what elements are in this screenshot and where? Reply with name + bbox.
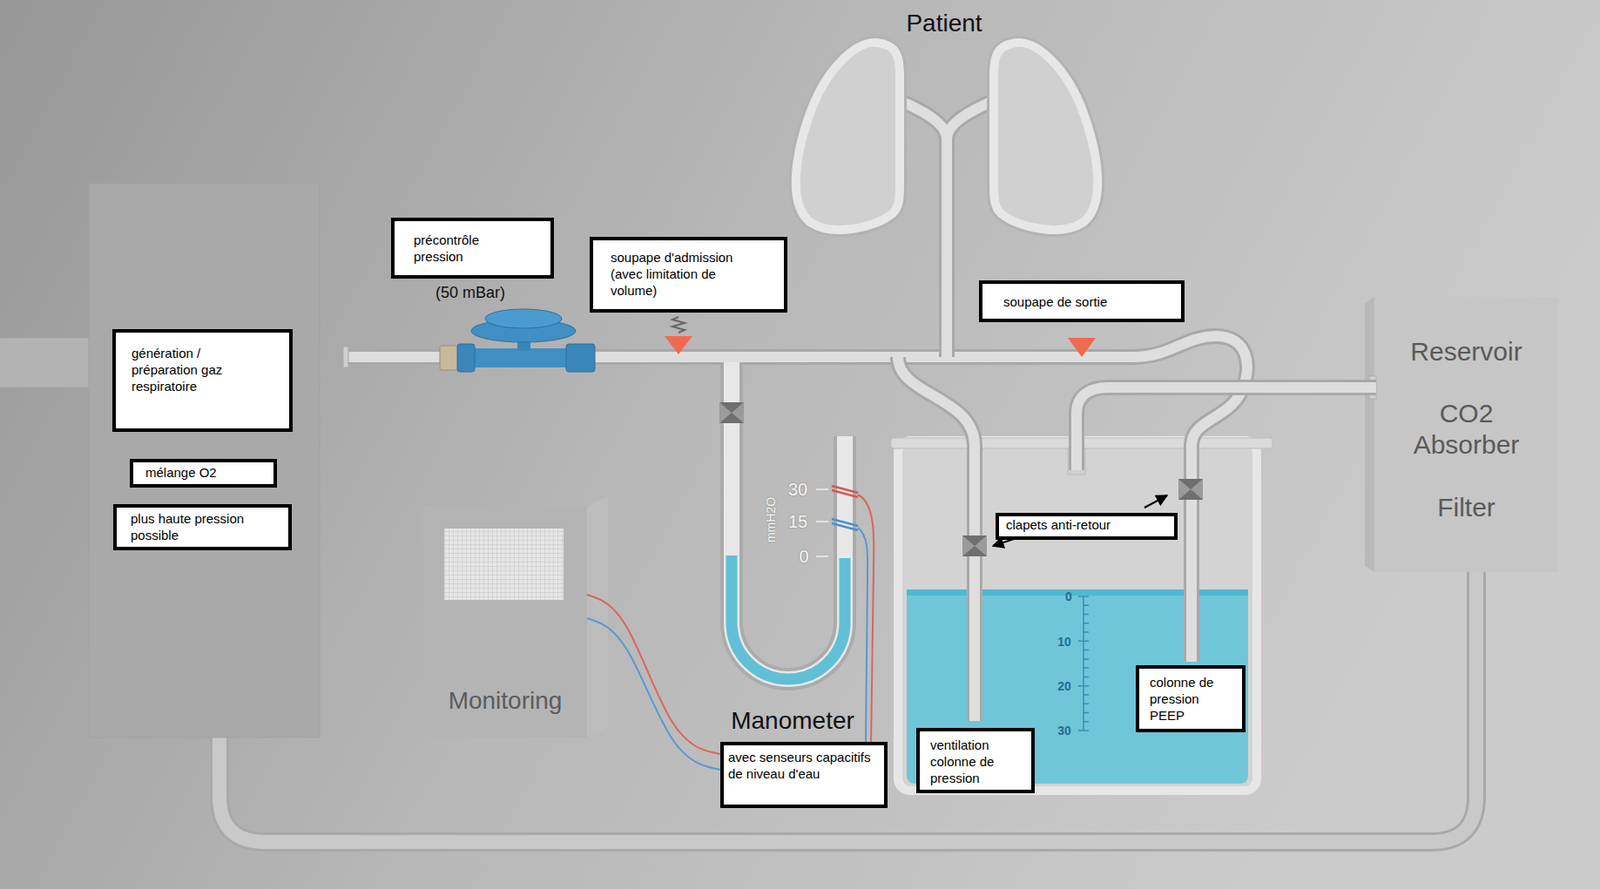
node-text: soupape d'admission (avec limitation de … bbox=[610, 249, 757, 299]
fitting-nut bbox=[439, 345, 460, 371]
sensor-wire bbox=[857, 494, 874, 746]
reservoir-pipe bbox=[1076, 387, 1377, 471]
pressure-regulator bbox=[439, 309, 595, 372]
node-text: mélange O2 bbox=[145, 464, 267, 481]
valve-flap bbox=[962, 535, 987, 557]
part-name: Manometer bbox=[730, 707, 855, 736]
callout-box: génération / préparation gaz respiratoir… bbox=[112, 329, 293, 433]
node-text: Monitoring bbox=[448, 687, 563, 716]
scale-number: 15 bbox=[788, 512, 808, 533]
node-text: CO2 Absorber bbox=[1401, 398, 1533, 461]
valve-flap bbox=[1178, 479, 1203, 500]
node-text: ventilation colonne de pression bbox=[930, 736, 1018, 787]
callout-box: avec senseurs capacitifs de niveau d'eau bbox=[720, 742, 888, 809]
node-text: clapets anti-retour bbox=[1005, 516, 1168, 534]
node-text: colonne de pression PEEP bbox=[1149, 674, 1229, 724]
manometer-ticks bbox=[816, 489, 829, 557]
reservoir-housing bbox=[1374, 297, 1559, 573]
lung bbox=[796, 42, 900, 230]
check-valve bbox=[1178, 479, 1203, 500]
bronchi bbox=[892, 97, 1001, 140]
scale-number: 10 bbox=[1057, 634, 1072, 649]
callout-box: ventilation colonne de pression bbox=[916, 728, 1035, 794]
reservoir-pipe bbox=[1076, 387, 1377, 471]
heading: Patient bbox=[905, 9, 982, 38]
inlet-valve bbox=[664, 336, 693, 355]
fitting-nut bbox=[566, 344, 595, 372]
valve-body bbox=[719, 402, 744, 424]
regulator-dome bbox=[485, 309, 562, 329]
manometer-tube bbox=[731, 362, 845, 680]
wire bbox=[587, 594, 721, 755]
flange bbox=[343, 346, 349, 368]
node-text: Filter bbox=[1437, 492, 1496, 524]
generator-housing bbox=[88, 183, 320, 738]
level-sensor bbox=[831, 519, 858, 531]
valve-body bbox=[1178, 479, 1203, 500]
monitor-side bbox=[587, 496, 608, 738]
monitor-screen bbox=[444, 528, 564, 601]
callout-box: mélange O2 bbox=[129, 459, 277, 488]
trachea bbox=[941, 139, 952, 358]
check-valve bbox=[962, 535, 987, 557]
callout-box: soupape de sortie bbox=[978, 280, 1185, 323]
valve-flap bbox=[719, 402, 744, 424]
monitor-housing bbox=[423, 506, 588, 738]
node-text: avec senseurs capacitifs de niveau d'eau bbox=[728, 749, 878, 783]
node-text: Reservoir bbox=[1410, 336, 1522, 368]
reservoir-side bbox=[1364, 297, 1375, 573]
callout-box: précontrôle pression bbox=[391, 217, 554, 279]
callout-box: plus haute pression possible bbox=[113, 504, 292, 551]
valve-spring bbox=[672, 317, 685, 333]
manometer-water bbox=[731, 555, 845, 680]
scale-number: 30 bbox=[1057, 723, 1072, 738]
scale-number: 0 bbox=[798, 546, 809, 568]
bronchi bbox=[892, 97, 1001, 140]
trachea bbox=[938, 139, 955, 358]
fitting-nut bbox=[457, 344, 475, 372]
leader-arrow bbox=[1144, 495, 1168, 508]
scale-number: 0 bbox=[1065, 589, 1073, 604]
lung bbox=[993, 42, 1098, 230]
scale-number: 20 bbox=[1057, 679, 1072, 694]
node-text: génération / préparation gaz respiratoir… bbox=[131, 344, 263, 395]
check-valve bbox=[719, 402, 744, 424]
scale-unit: mmH2O bbox=[763, 497, 778, 543]
water-tank bbox=[897, 440, 1257, 791]
valve-body bbox=[962, 535, 987, 557]
outlet-valve bbox=[1067, 337, 1096, 358]
node-text: soupape de sortie bbox=[1003, 293, 1175, 311]
lung bbox=[796, 42, 900, 230]
scale-number: 30 bbox=[788, 479, 808, 500]
level-sensor bbox=[831, 486, 858, 498]
reservoir-box: ReservoirCO2 AbsorberFilter bbox=[1374, 297, 1559, 573]
callout-box: soupape d'admission (avec limitation de … bbox=[589, 236, 788, 313]
callout-box: colonne de pression PEEP bbox=[1135, 665, 1246, 733]
inlet-tube bbox=[0, 337, 101, 388]
callout-box: clapets anti-retour bbox=[995, 513, 1178, 541]
node-text: précontrôle pression bbox=[413, 231, 519, 265]
lung bbox=[993, 42, 1098, 230]
node-text: plus haute pression possible bbox=[130, 510, 275, 544]
manometer-tube bbox=[731, 362, 845, 680]
pressure-value: (50 mBar) bbox=[435, 283, 506, 303]
sensor-wire bbox=[857, 527, 868, 746]
tank-scale bbox=[1078, 596, 1089, 731]
monitoring-box: Monitoring bbox=[423, 506, 588, 738]
wire bbox=[587, 618, 721, 770]
